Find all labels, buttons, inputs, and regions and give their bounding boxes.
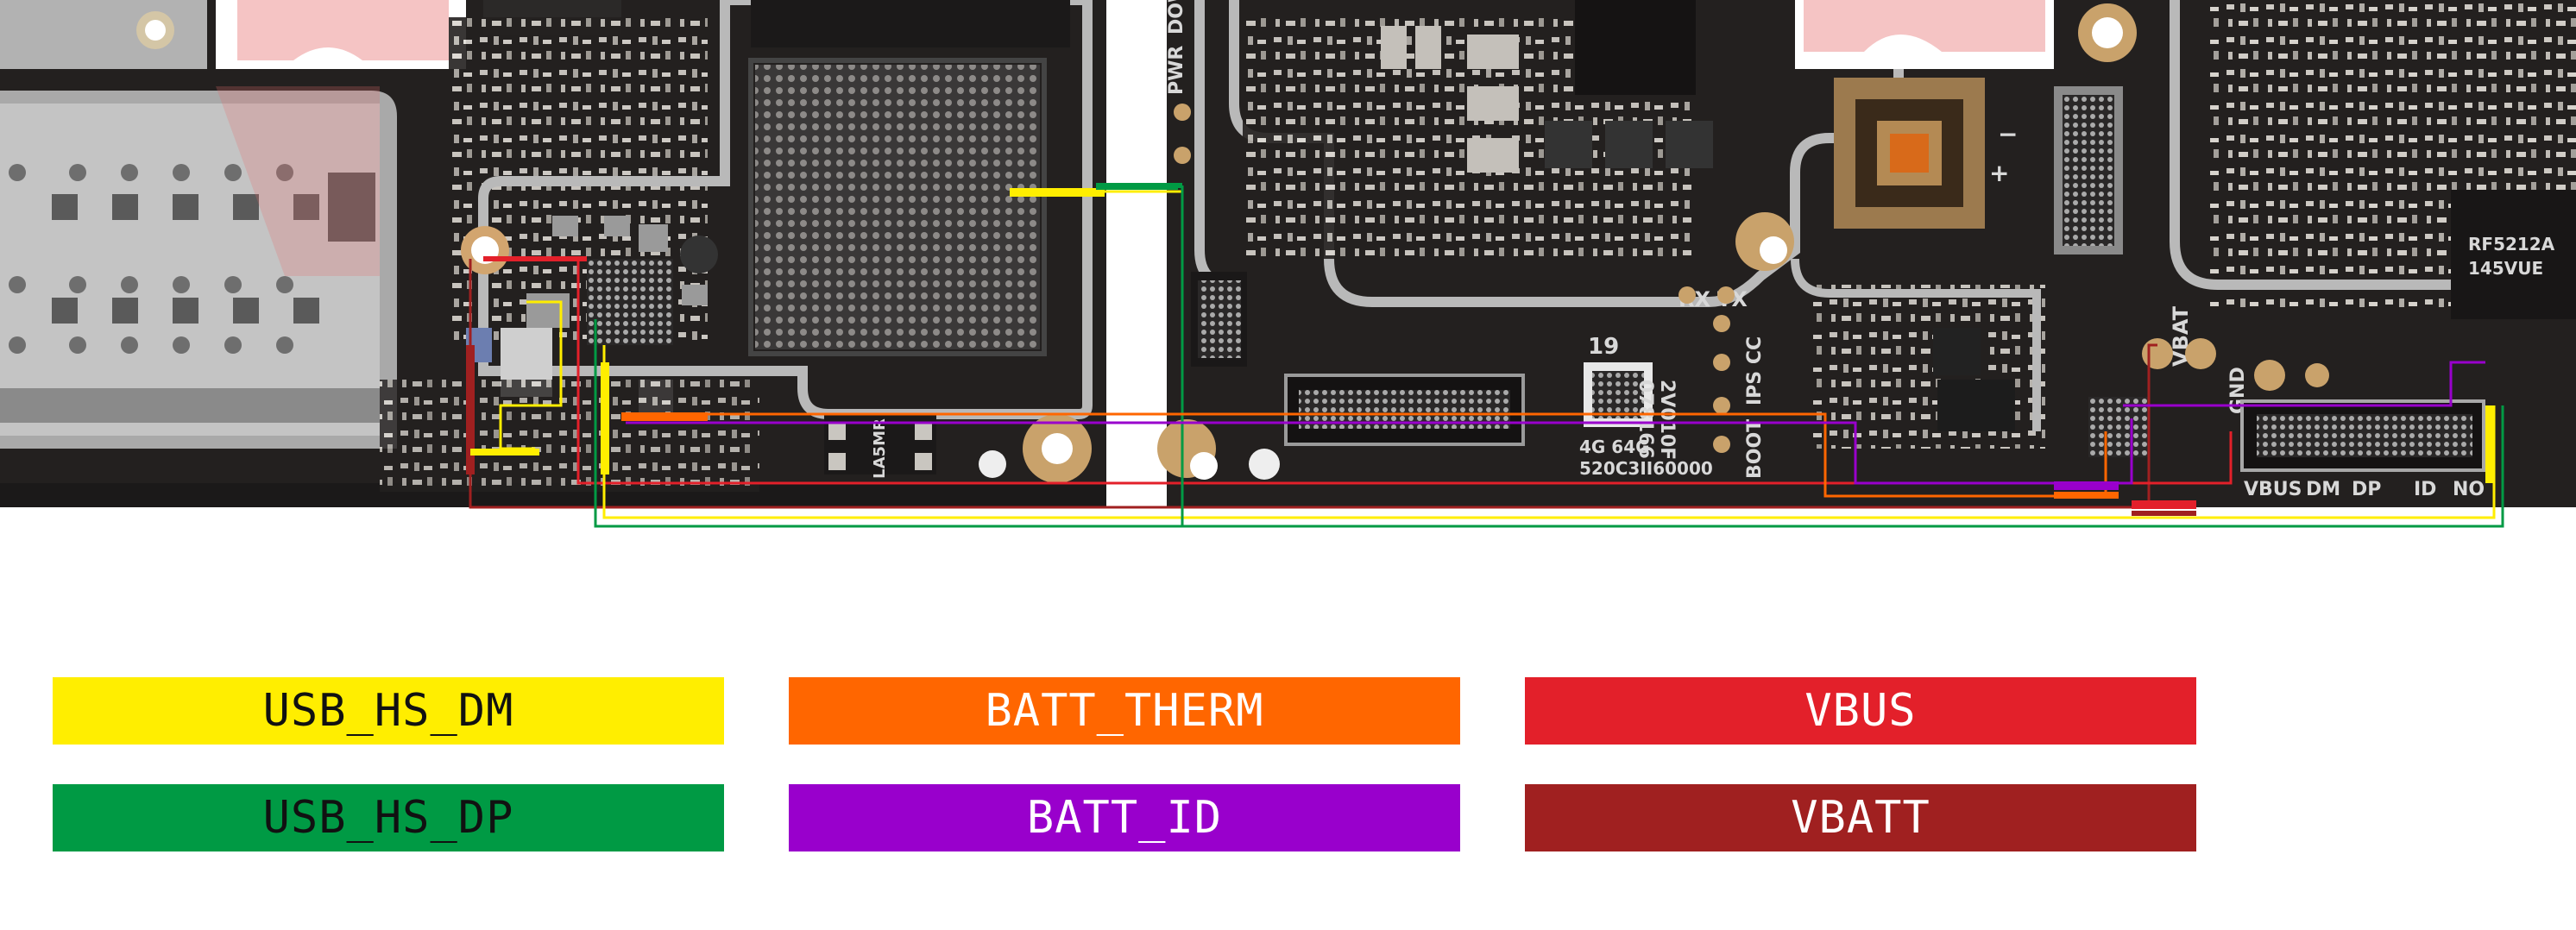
legend-label: VBATT <box>1791 792 1930 844</box>
lcd-connector <box>1284 374 1525 446</box>
pmic-bga <box>587 259 673 345</box>
ips-cc-label: IPS CC <box>1744 336 1766 405</box>
legend-vbatt: VBATT <box>1525 784 2196 851</box>
rf-chip-label-2: 145VUE <box>2468 258 2543 279</box>
pwr-label: PWR <box>1166 46 1187 95</box>
dp-pin-label: DP <box>2352 479 2381 500</box>
rf-chip <box>2451 190 2576 319</box>
no-pin-label: NO <box>2453 479 2485 500</box>
legend-batt-therm: BATT_THERM <box>789 677 1460 745</box>
boot-label: BOOT <box>1744 419 1766 479</box>
minus-sign: − <box>1998 120 2018 148</box>
sim-tray-shield <box>0 86 397 449</box>
la5mr-chip: LA5MR <box>824 414 936 479</box>
down-label: DOWN <box>1166 0 1187 35</box>
vbus-pin-label: VBUS <box>2244 479 2302 500</box>
legend-label: USB_HS_DP <box>262 792 514 844</box>
legend-label: USB_HS_DM <box>262 685 514 737</box>
legend-usb-hs-dp: USB_HS_DP <box>53 784 724 851</box>
dm-pin-label: DM <box>2306 479 2340 500</box>
mem-label: 4G 64G <box>1579 437 1650 457</box>
legend-vbus: VBUS <box>1525 677 2196 745</box>
battery-connector <box>2240 399 2485 472</box>
rf-chip-label: RF5212A <box>2468 234 2555 254</box>
legend-batt-id: BATT_ID <box>789 784 1460 851</box>
marking-2v010f: 2V010F <box>1656 380 1678 460</box>
cpu-bga-chip <box>755 65 1040 349</box>
id-pin-label: ID <box>2414 479 2436 500</box>
legend-label: BATT_THERM <box>985 685 1264 737</box>
la5mr-label: LA5MR <box>871 418 889 479</box>
marking-19: 19 <box>1588 334 1619 360</box>
legend-usb-hs-dm: USB_HS_DM <box>53 677 724 745</box>
marking-078166: 078166 <box>1634 380 1656 459</box>
serial-label: 520C3II60000 <box>1579 458 1713 479</box>
pcb-board-photo: LA5MR PWR DOWN RX TX BOOT IPS CC 19 2V01… <box>0 0 2576 528</box>
legend-label: VBUS <box>1804 685 1917 737</box>
legend-label: BATT_ID <box>1026 792 1223 844</box>
plus-sign: + <box>1989 159 2009 187</box>
